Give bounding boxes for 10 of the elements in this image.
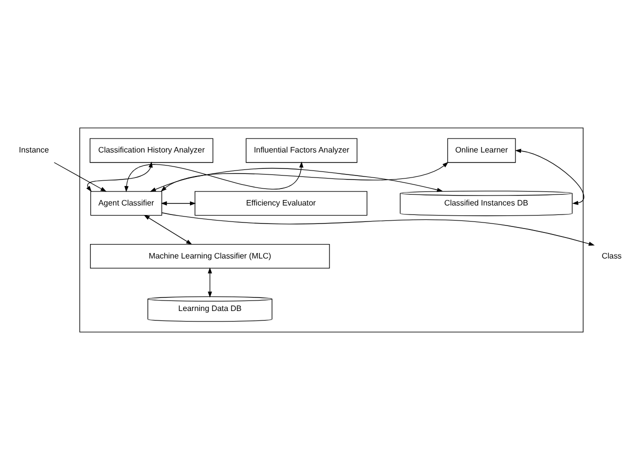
arrow [86,161,153,192]
arrow [515,148,584,205]
arrow [160,161,448,192]
arrow [54,162,107,192]
arrow [160,200,196,205]
arrow [162,212,595,246]
arrow [144,214,192,244]
arrow [208,266,212,298]
arrow [124,161,304,192]
arrow [150,167,443,192]
